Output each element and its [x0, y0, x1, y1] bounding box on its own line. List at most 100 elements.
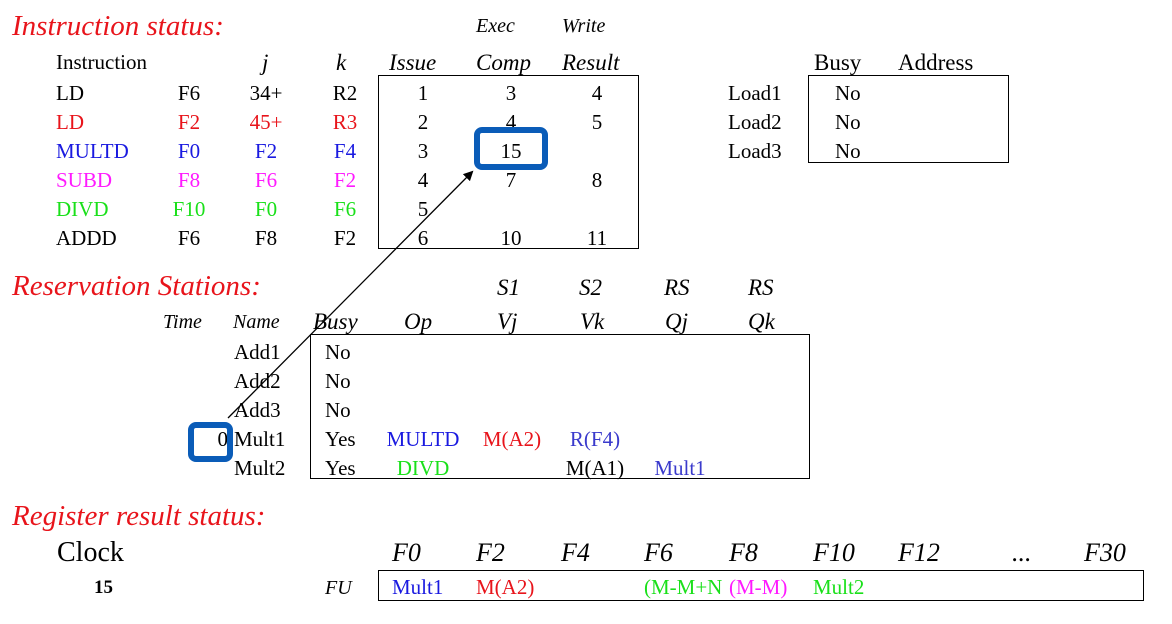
instruction-k: F2	[333, 226, 357, 250]
instruction-j: 34+	[249, 81, 283, 105]
header-qj: Qj	[665, 309, 688, 334]
rs-name: Mult2	[234, 456, 286, 480]
header-vj: Vj	[497, 309, 518, 334]
instruction-k: R3	[332, 110, 358, 134]
exec-complete-cycle: 15	[500, 139, 522, 163]
instruction-j: F8	[254, 226, 278, 250]
load-buffer-name: Load2	[728, 110, 782, 134]
issue-cycle: 2	[417, 110, 429, 134]
rs-name: Add3	[234, 398, 281, 422]
clock-label: Clock	[57, 537, 124, 568]
register-name: F10	[813, 538, 855, 567]
register-name: ...	[1012, 538, 1032, 567]
header-time: Time	[163, 311, 202, 333]
instruction-k: F4	[333, 139, 357, 163]
rs-vk: M(A1)	[565, 456, 625, 480]
load-buffer-box	[808, 75, 1009, 163]
header-result: Result	[562, 50, 620, 75]
issue-cycle: 1	[417, 81, 429, 105]
header-name: Name	[233, 311, 280, 333]
header-vk: Vk	[580, 309, 605, 334]
instruction-k: F2	[333, 168, 357, 192]
instruction-dest: F0	[177, 139, 201, 163]
header-s2: S2	[579, 275, 602, 300]
issue-cycle: 4	[417, 168, 429, 192]
rs-name: Mult1	[234, 427, 286, 451]
exec-complete-cycle: 4	[505, 110, 517, 134]
header-rs2: RS	[748, 275, 774, 300]
issue-cycle: 3	[417, 139, 429, 163]
header-address: Address	[898, 50, 974, 75]
arrow-line	[227, 170, 474, 419]
instruction-dest: F6	[177, 81, 201, 105]
header-qk: Qk	[748, 309, 775, 334]
register-name: F12	[898, 538, 940, 567]
register-fu-value: Mult2	[813, 575, 865, 599]
register-fu-value: Mult1	[392, 575, 444, 599]
header-rs1: RS	[664, 275, 690, 300]
instruction-op: DIVD	[56, 197, 109, 221]
load-buffer-busy: No	[835, 81, 861, 105]
rs-busy: No	[325, 340, 351, 364]
issue-cycle: 5	[417, 197, 429, 221]
instruction-j: F2	[254, 139, 278, 163]
write-result-cycle: 8	[591, 168, 603, 192]
instruction-op: LD	[56, 81, 84, 105]
reservation-station-box	[310, 334, 810, 479]
reservation-stations-title: Reservation Stations:	[12, 270, 261, 302]
header-comp: Comp	[476, 50, 531, 75]
header-busy-rs: Busy	[313, 309, 358, 334]
rs-busy: Yes	[325, 427, 356, 451]
header-k: k	[336, 50, 347, 75]
instruction-op: LD	[56, 110, 84, 134]
exec-complete-highlight	[474, 127, 548, 170]
rs-busy: Yes	[325, 456, 356, 480]
register-name: F4	[561, 538, 590, 567]
load-buffer-busy: No	[835, 139, 861, 163]
rs-time: 0	[217, 427, 229, 451]
instruction-dest: F10	[172, 197, 206, 221]
write-result-cycle: 4	[591, 81, 603, 105]
register-fu-value: (M-M)	[729, 575, 788, 599]
instruction-j: 45+	[249, 110, 283, 134]
header-op: Op	[404, 309, 433, 334]
instruction-op: MULTD	[56, 139, 129, 163]
fu-label: FU	[325, 577, 352, 599]
register-status-box	[378, 570, 1144, 601]
rs-busy: No	[325, 369, 351, 393]
register-name: F2	[476, 538, 505, 567]
load-buffer-name: Load3	[728, 139, 782, 163]
instruction-dest: F2	[177, 110, 201, 134]
load-buffer-name: Load1	[728, 81, 782, 105]
rs-op: DIVD	[396, 456, 450, 480]
header-issue: Issue	[389, 50, 437, 75]
register-fu-value: M(A2)	[476, 575, 535, 599]
instruction-dest: F6	[177, 226, 201, 250]
instruction-status-box	[378, 75, 639, 249]
header-s1: S1	[497, 275, 520, 300]
issue-cycle: 6	[417, 226, 429, 250]
instruction-op: ADDD	[56, 226, 117, 250]
write-result-cycle: 11	[586, 226, 608, 250]
register-name: F8	[729, 538, 758, 567]
header-write: Write	[562, 15, 606, 37]
load-buffer-busy: No	[835, 110, 861, 134]
header-busy-load: Busy	[814, 50, 862, 75]
instruction-j: F0	[254, 197, 278, 221]
instruction-op: SUBD	[56, 168, 113, 192]
instruction-k: F6	[333, 197, 357, 221]
register-name: F30	[1084, 538, 1126, 567]
rs-op: MULTD	[386, 427, 460, 451]
instruction-j: F6	[254, 168, 278, 192]
exec-complete-cycle: 10	[500, 226, 522, 250]
register-status-title: Register result status:	[12, 500, 266, 532]
rs-vk: R(F4)	[569, 427, 621, 451]
write-result-cycle: 5	[591, 110, 603, 134]
exec-complete-cycle: 7	[505, 168, 517, 192]
exec-complete-cycle: 3	[505, 81, 517, 105]
instruction-status-title: Instruction status:	[12, 10, 224, 42]
timer-highlight	[188, 422, 233, 462]
rs-vj: M(A2)	[482, 427, 542, 451]
rs-name: Add1	[234, 340, 281, 364]
